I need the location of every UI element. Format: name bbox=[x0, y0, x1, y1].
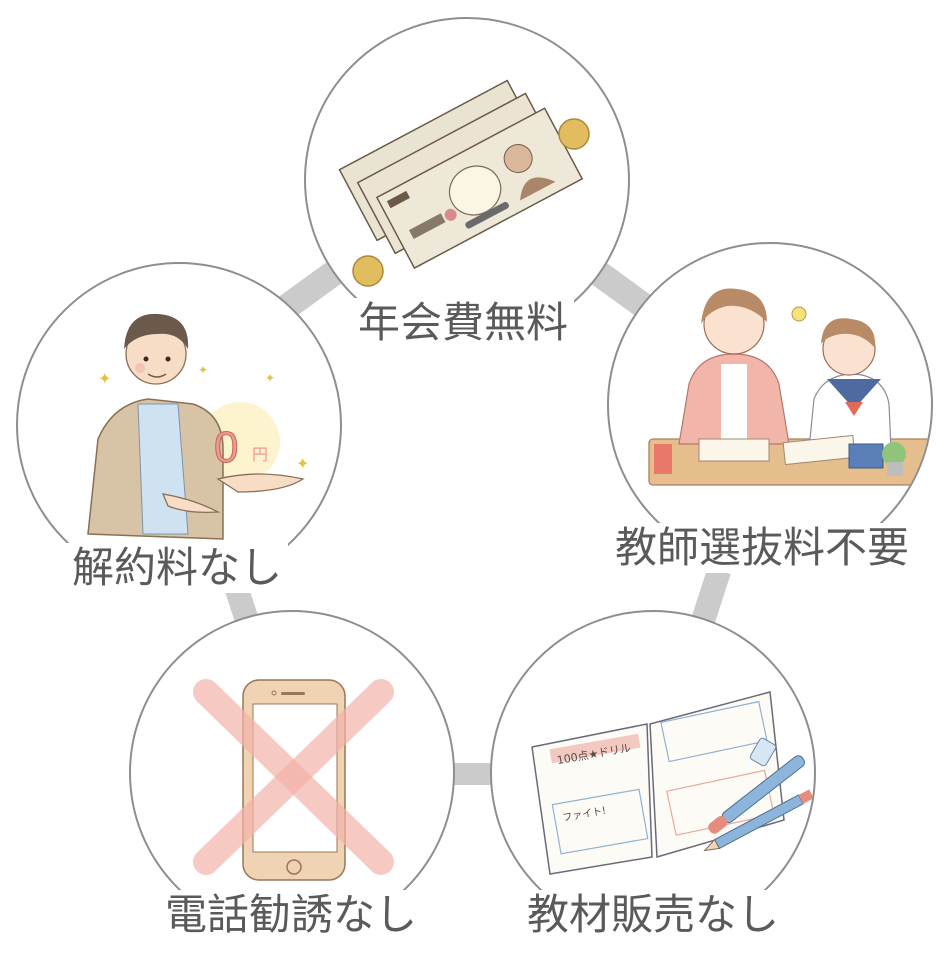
node-annual-fee-free bbox=[304, 17, 630, 343]
svg-text:✦: ✦ bbox=[98, 369, 111, 388]
workbook-icon: 100点★ドリル ファイト! bbox=[492, 612, 814, 934]
label-no-phone-solicitation: 電話勧誘なし bbox=[159, 890, 424, 940]
svg-text:✦: ✦ bbox=[265, 371, 275, 385]
zero-badge: 0 bbox=[214, 423, 238, 472]
node-no-tutor-selection-fee bbox=[607, 242, 933, 568]
node-no-phone-solicitation bbox=[129, 610, 455, 936]
label-annual-fee-free: 年会費無料 bbox=[352, 298, 575, 348]
node-no-cancellation-fee: 0 円 ✦ ✦ ✦ ✦ bbox=[16, 262, 342, 588]
svg-text:✦: ✦ bbox=[296, 454, 309, 473]
svg-text:✦: ✦ bbox=[198, 363, 208, 377]
connector-bottom bbox=[448, 763, 500, 785]
yen-banknotes-icon bbox=[306, 19, 628, 341]
yen-unit: 円 bbox=[252, 445, 268, 464]
man-presenting-icon: 0 円 ✦ ✦ ✦ ✦ bbox=[18, 264, 340, 586]
tutor-student-icon bbox=[609, 244, 931, 566]
label-no-tutor-selection-fee: 教師選抜料不要 bbox=[609, 523, 916, 573]
label-no-materials-sales: 教材販売なし bbox=[521, 890, 786, 940]
label-no-cancellation-fee: 解約料なし bbox=[66, 543, 289, 593]
crossed-phone-icon bbox=[131, 612, 453, 934]
node-no-materials-sales: 100点★ドリル ファイト! bbox=[490, 610, 816, 936]
